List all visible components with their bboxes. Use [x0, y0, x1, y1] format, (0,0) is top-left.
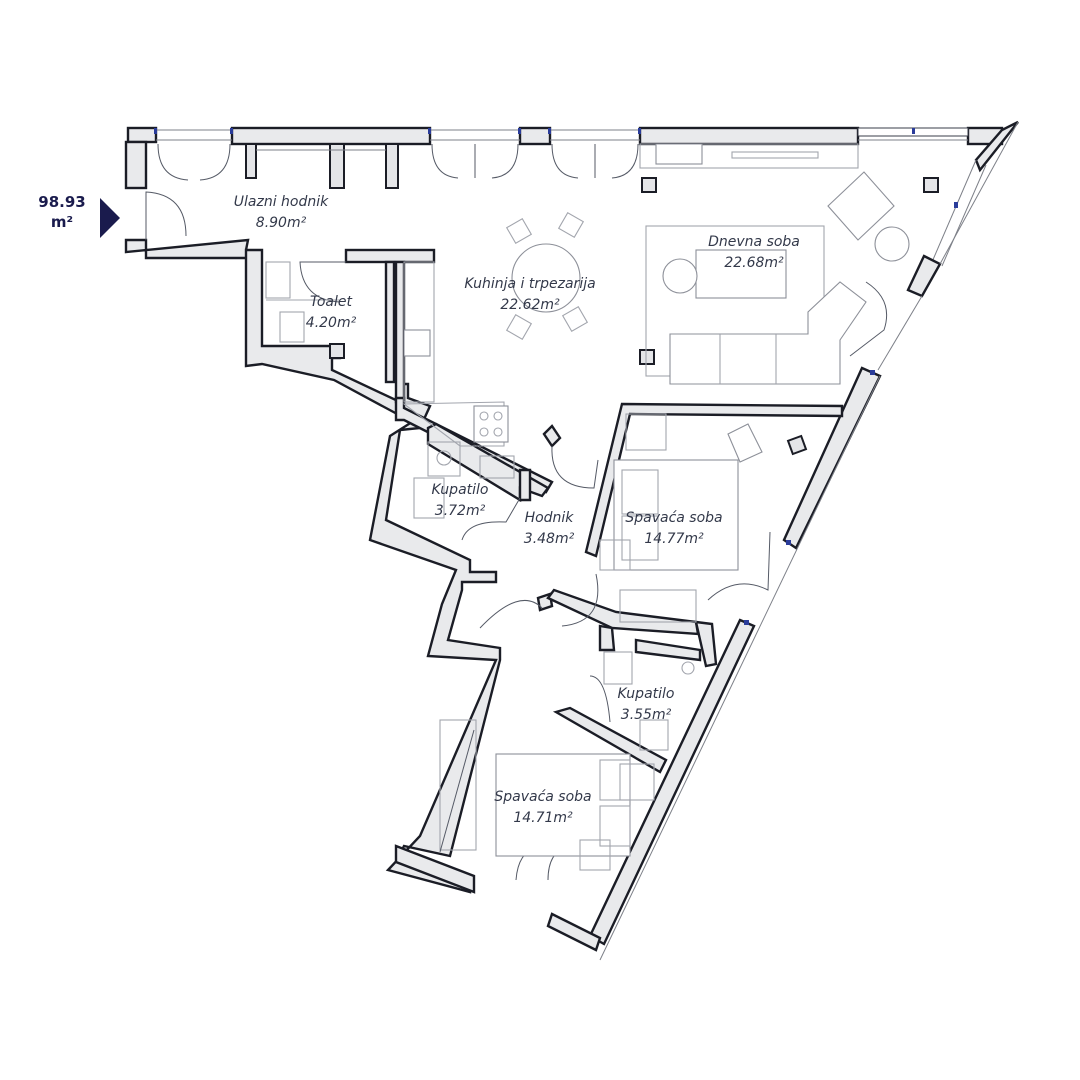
door-swings — [145, 191, 888, 881]
room-area-kitchen-dining: 22.62m² — [500, 297, 560, 313]
room-area-hallway: 3.48m² — [524, 531, 575, 547]
top-exterior-wall — [124, 126, 1004, 190]
room-name-bedroom-1: Spavaća soba — [625, 510, 722, 526]
room-name-entrance: Ulazni hodnik — [234, 194, 329, 210]
total-area-unit: m² — [50, 213, 74, 231]
room-name-bathroom-2: Kupatilo — [618, 686, 675, 702]
interior-walls — [124, 238, 844, 952]
room-area-entrance: 8.90m² — [256, 215, 307, 231]
room-area-bedroom-2: 14.71m² — [513, 810, 573, 826]
room-area-living-room: 22.68m² — [724, 255, 784, 271]
room-name-bedroom-2: Spavaća soba — [494, 789, 591, 805]
top-wall-piers — [245, 143, 399, 189]
room-name-bathroom-1: Kupatilo — [432, 482, 489, 498]
room-area-bedroom-1: 14.77m² — [644, 531, 704, 547]
furniture — [265, 143, 939, 871]
room-name-living-room: Dnevna soba — [708, 234, 800, 250]
room-name-hallway: Hodnik — [525, 510, 575, 526]
room-area-toilet: 4.20m² — [306, 315, 357, 331]
room-name-kitchen-dining: Kuhinja i trpezarija — [464, 276, 595, 292]
room-area-bathroom-1: 3.72m² — [435, 503, 486, 519]
room-labels: Ulazni hodnik 8.90m² Toalet 4.20m² Kuhin… — [234, 194, 800, 826]
room-name-toilet: Toalet — [310, 294, 352, 310]
entrance-arrow-icon — [100, 198, 120, 238]
room-area-bathroom-2: 3.55m² — [621, 707, 672, 723]
diagonal-exterior-wall — [588, 120, 1019, 961]
total-area-value: 98.93 — [38, 193, 86, 211]
